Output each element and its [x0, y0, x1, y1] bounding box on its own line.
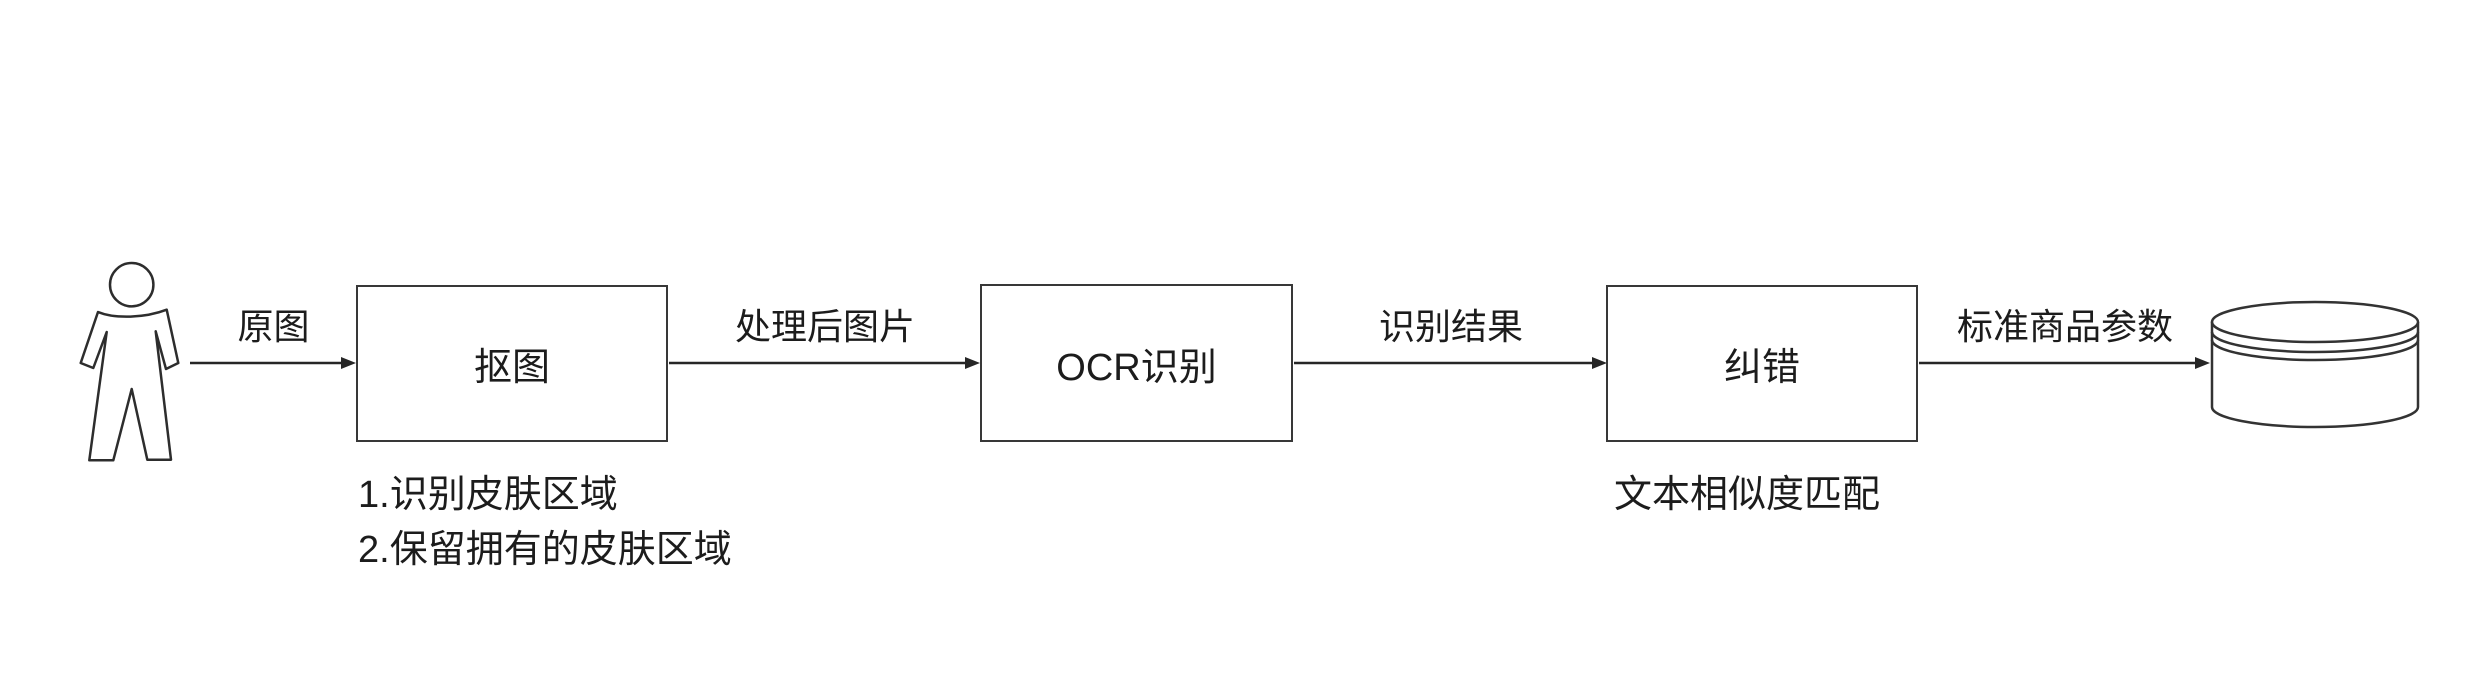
arrow-original-image [190, 357, 356, 369]
arrow-processed-image [669, 357, 980, 369]
note-matting: 1.识别皮肤区域 2.保留拥有的皮肤区域 [358, 468, 732, 578]
node-correction-label: 纠错 [1723, 347, 1800, 389]
database-icon [2210, 300, 2420, 429]
edge-label-processed-image: 处理后图片 [734, 306, 915, 347]
node-matting: 抠图 [356, 285, 668, 442]
arrow-standard-product-params [1919, 357, 2210, 369]
node-matting-label: 抠图 [473, 347, 550, 389]
edge-label-original-image: 原图 [237, 306, 310, 347]
node-correction: 纠错 [1606, 285, 1918, 442]
edge-label-recognition-result: 识别结果 [1378, 306, 1523, 347]
node-ocr: OCR识别 [980, 284, 1293, 442]
edge-label-standard-product-params: 标准商品参数 [1956, 306, 2173, 347]
person-actor-icon [79, 261, 180, 462]
node-ocr-label: OCR识别 [1056, 346, 1217, 389]
note-correction-line-1: 文本相似度匹配 [1614, 474, 1881, 516]
note-correction: 文本相似度匹配 [1614, 468, 1880, 523]
arrow-recognition-result [1294, 357, 1607, 369]
note-matting-line-2: 2.保留拥有的皮肤区域 [358, 529, 732, 571]
note-matting-line-1: 1.识别皮肤区域 [358, 474, 618, 516]
